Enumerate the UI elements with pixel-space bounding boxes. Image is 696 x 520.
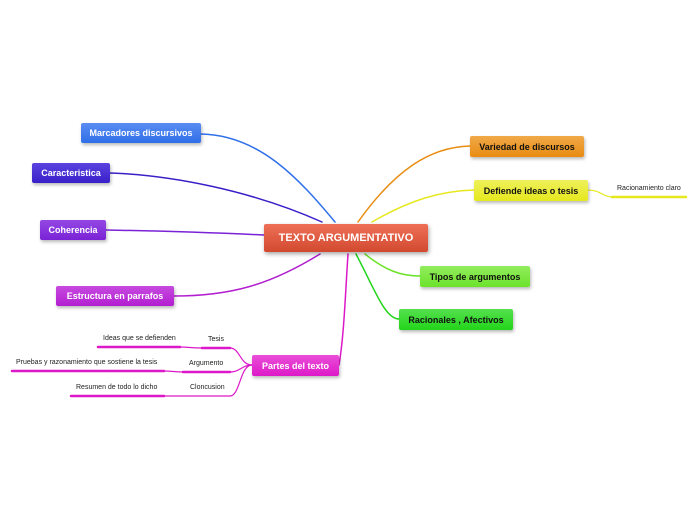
topic-label: Estructura en parrafos bbox=[66, 291, 164, 301]
subtopic-pruebas-y-razonamiento[interactable]: Pruebas y razonamiento que sostiene la t… bbox=[16, 359, 158, 366]
branch-racionamiento bbox=[587, 189, 613, 198]
branch-defiende bbox=[371, 189, 475, 223]
topic-tipos-de-argumentos[interactable]: Tipos de argumentos bbox=[420, 266, 530, 287]
branch-marcadores bbox=[200, 133, 336, 223]
topic-racionales-afectivos[interactable]: Racionales , Afectivos bbox=[399, 309, 513, 330]
branch-partes bbox=[338, 253, 349, 366]
topic-label: Caracteristica bbox=[41, 168, 101, 178]
subtopic-resumen-de-todo-lo-dicho[interactable]: Resumen de todo lo dicho bbox=[76, 384, 158, 391]
subtopic-ideas-que-se-defienden[interactable]: Ideas que se defienden bbox=[103, 335, 176, 342]
topic-defiende-ideas-o-tesis[interactable]: Defiende ideas o tesis bbox=[474, 180, 588, 201]
topic-label: Racionales , Afectivos bbox=[408, 314, 504, 325]
subtopic-racionamiento-claro[interactable]: Racionamiento claro bbox=[617, 185, 681, 192]
topic-label: Tipos de argumentos bbox=[429, 271, 521, 282]
topic-caracteristica[interactable]: Caracteristica bbox=[32, 163, 110, 183]
topic-marcadores-discursivos[interactable]: Marcadores discursivos bbox=[81, 123, 201, 143]
branch-tipos bbox=[364, 253, 421, 277]
topic-label: Variedad de discursos bbox=[479, 141, 575, 152]
topic-label: Marcadores discursivos bbox=[89, 128, 193, 138]
topic-label: Coherencia bbox=[48, 225, 98, 235]
branch-tesis bbox=[229, 347, 253, 366]
branch-ideas bbox=[179, 346, 203, 349]
branch-coherencia bbox=[105, 229, 265, 236]
branch-conclusion bbox=[229, 364, 253, 397]
topic-label: Defiende ideas o tesis bbox=[483, 185, 579, 196]
branch-caracteristica bbox=[109, 172, 323, 223]
subtopic-argumento[interactable]: Argumento bbox=[189, 360, 224, 367]
branch-pruebas bbox=[163, 370, 184, 373]
topic-estructura-en-parrafos[interactable]: Estructura en parrafos bbox=[56, 286, 174, 306]
topic-label: Partes del texto bbox=[261, 360, 330, 371]
topic-coherencia[interactable]: Coherencia bbox=[40, 220, 106, 240]
central-topic-label: TEXTO ARGUMENTATIVO bbox=[278, 232, 414, 244]
subtopic-tesis[interactable]: Tesis bbox=[208, 336, 224, 343]
branch-variedad bbox=[357, 145, 471, 223]
branch-racionales bbox=[355, 253, 400, 320]
subtopic-conclusion[interactable]: Cloncusion bbox=[190, 384, 225, 391]
central-topic[interactable]: TEXTO ARGUMENTATIVO bbox=[264, 224, 428, 252]
branch-estructura bbox=[173, 253, 321, 297]
topic-variedad-de-discursos[interactable]: Variedad de discursos bbox=[470, 136, 584, 157]
topic-partes-del-texto[interactable]: Partes del texto bbox=[252, 355, 339, 376]
